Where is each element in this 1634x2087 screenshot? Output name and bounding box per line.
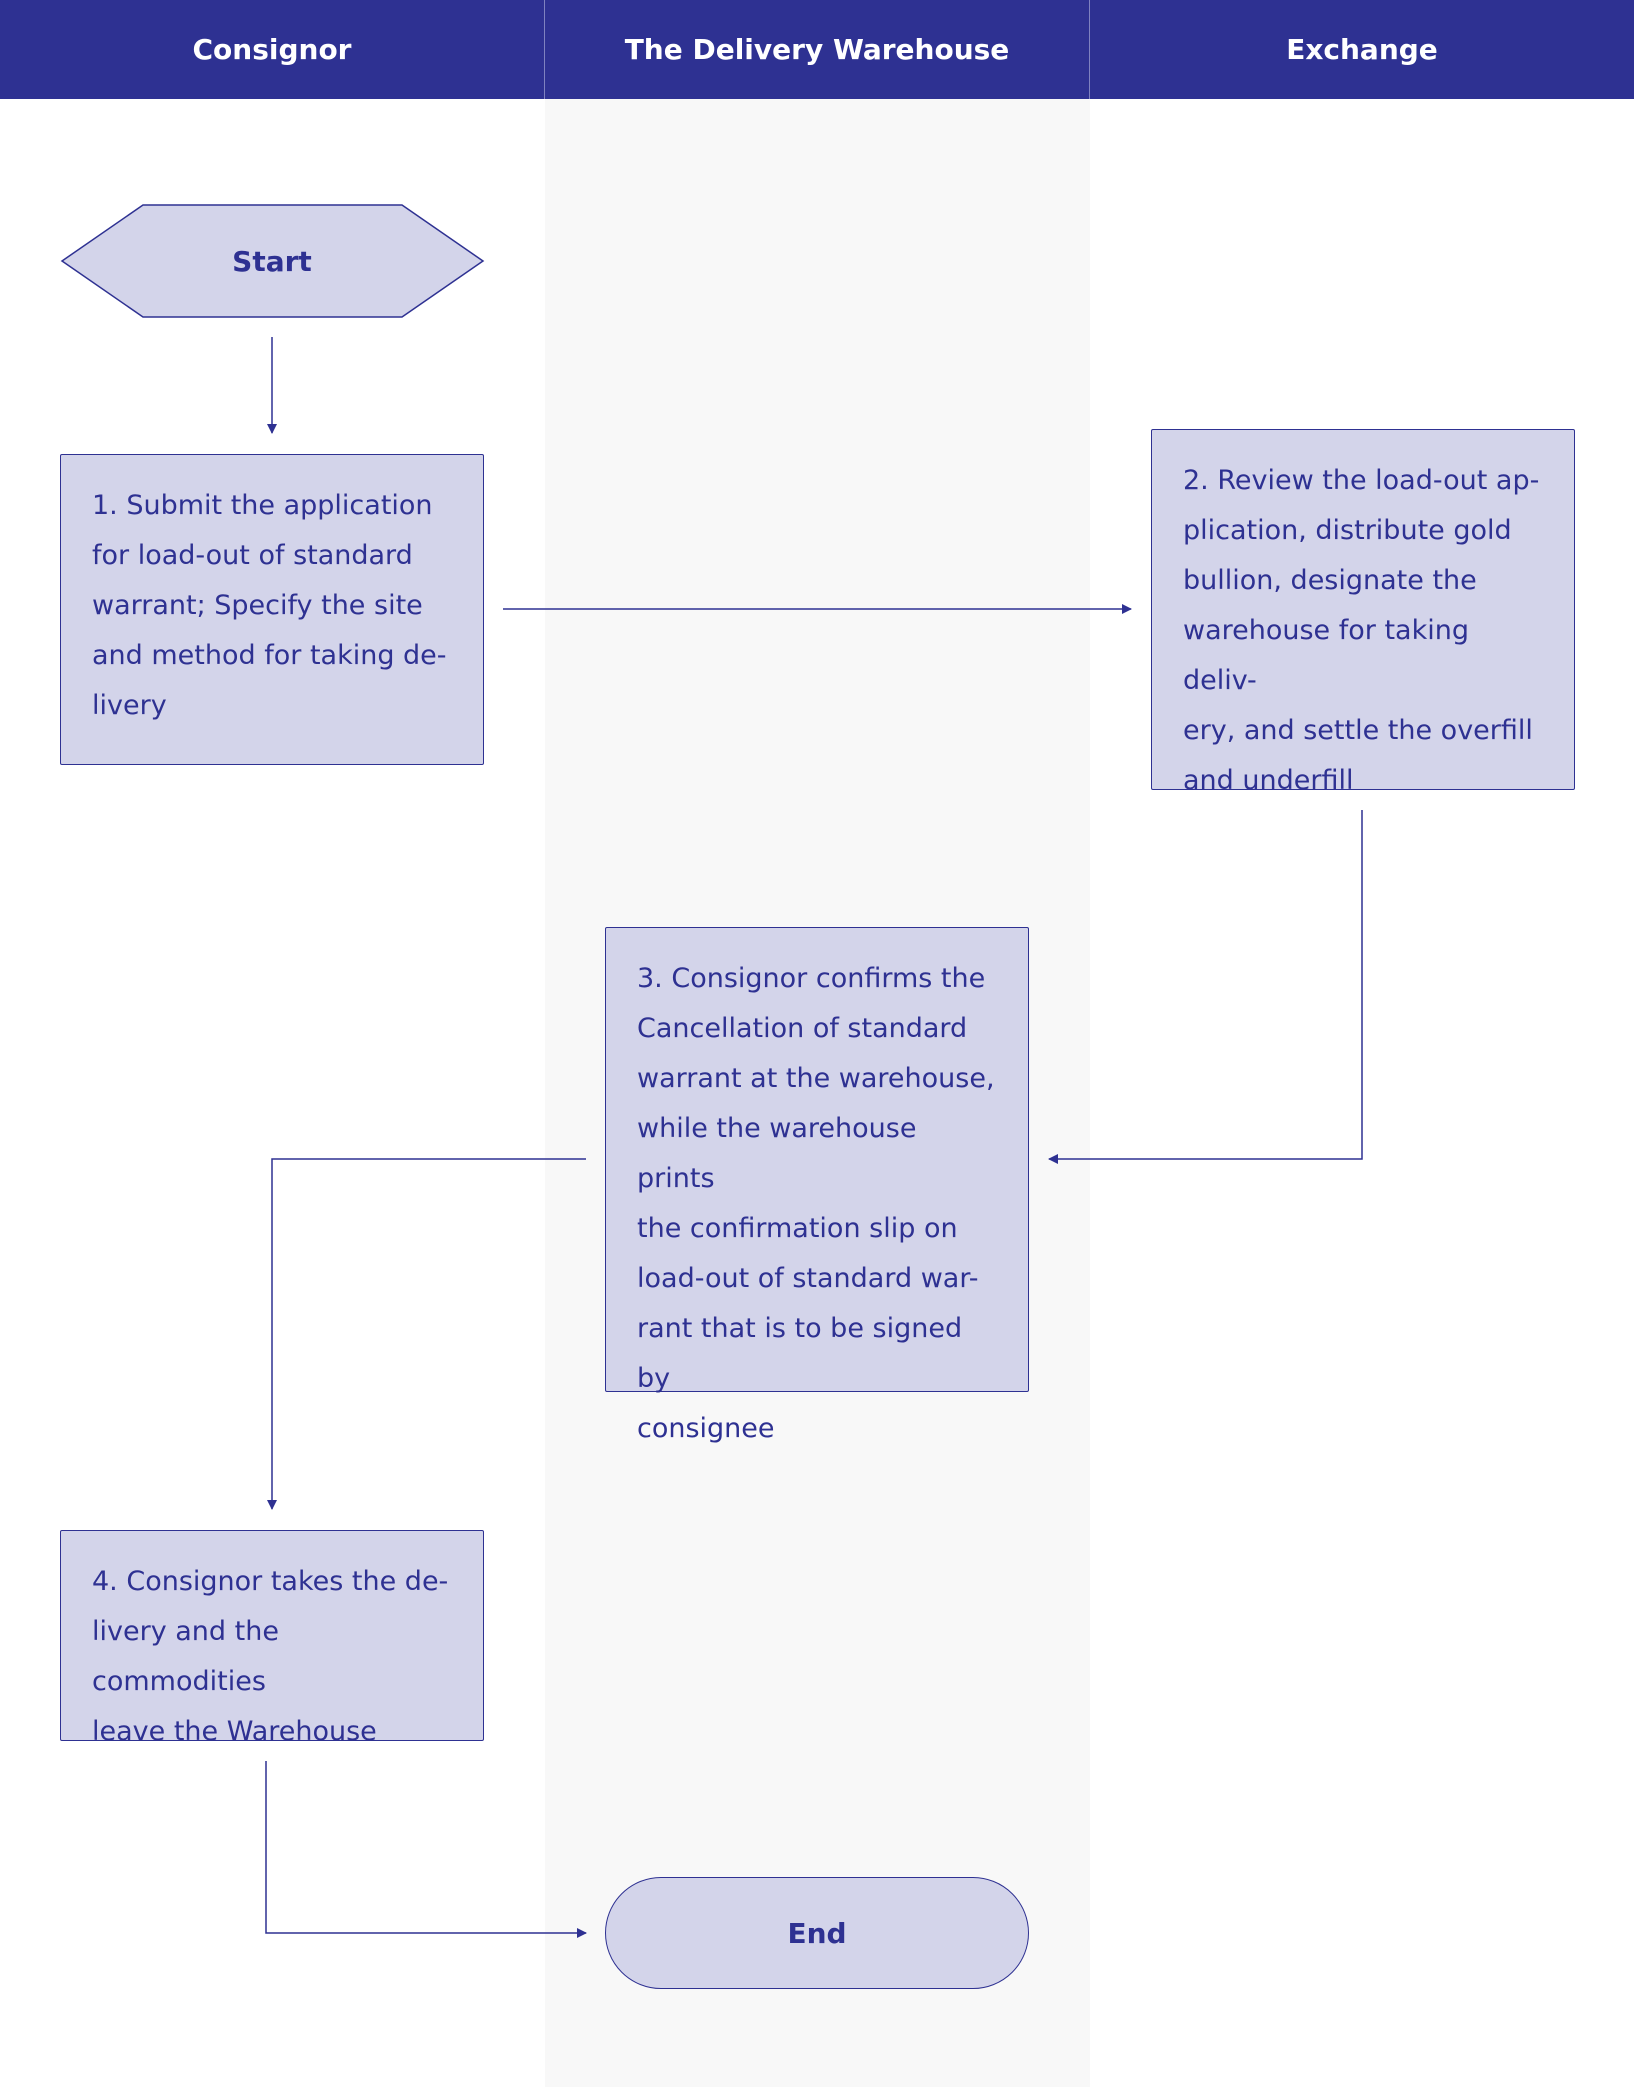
step-1-box: 1. Submit the application for load-out o… — [60, 454, 484, 765]
header-divider — [544, 0, 545, 99]
step-2-box: 2. Review the load-out ap- plication, di… — [1151, 429, 1575, 796]
lane-header-consignor: Consignor — [0, 0, 544, 99]
step-4-box: 4. Consignor takes the de- livery and th… — [60, 1530, 484, 1747]
connector-step4-to-end — [265, 1761, 587, 1938]
start-hexagon — [60, 204, 485, 318]
lane-header-delivery-warehouse: The Delivery Warehouse — [545, 0, 1089, 99]
step-3-box: 3. Consignor confirms the Cancellation o… — [605, 927, 1029, 1444]
connector-step2-to-step3 — [1048, 810, 1363, 1164]
end-terminal: End — [605, 1877, 1029, 1989]
header-divider — [1089, 0, 1090, 99]
lane-header-exchange: Exchange — [1090, 0, 1634, 99]
start-label: Start — [232, 244, 312, 278]
connector-step3-to-step4 — [267, 1158, 586, 1510]
